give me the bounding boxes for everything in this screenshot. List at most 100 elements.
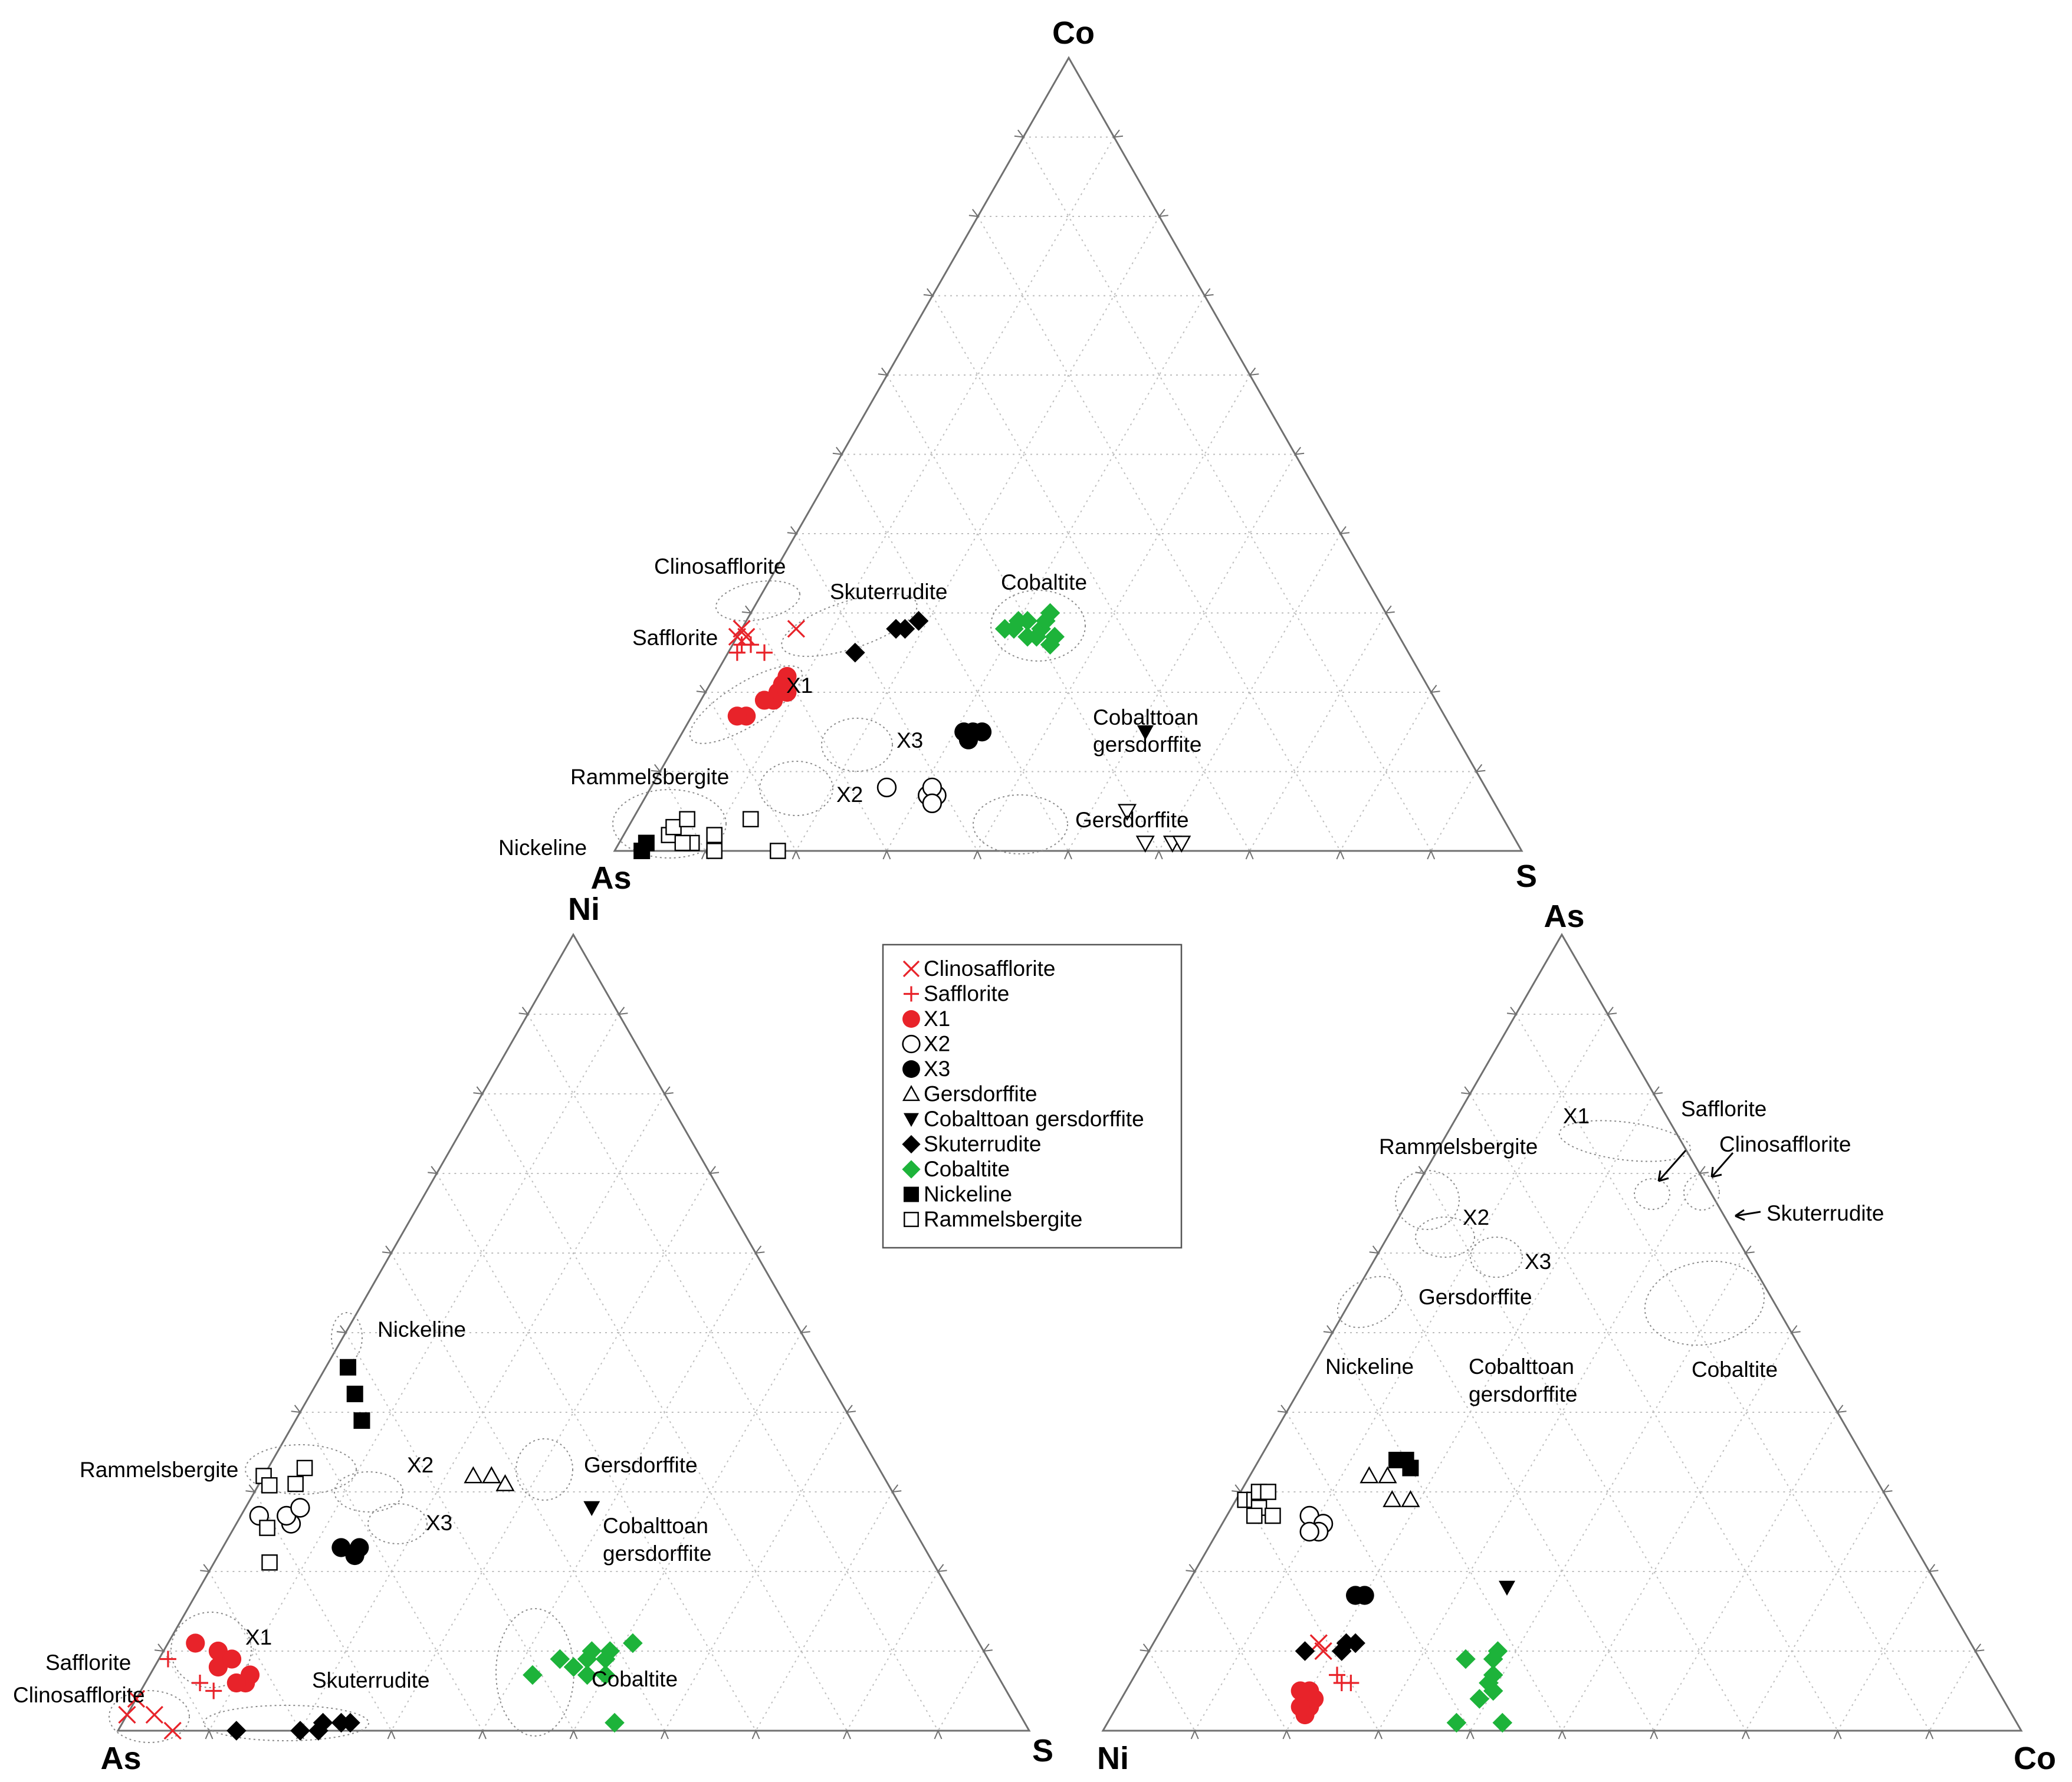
- outline-x2: [1415, 1217, 1475, 1258]
- data-point-nickeline: [346, 1385, 363, 1402]
- axis-tick: [154, 1643, 165, 1652]
- axis-tick: [937, 1564, 947, 1573]
- data-point-x3: [972, 722, 992, 742]
- legend-marker-cobaltite: [902, 1160, 921, 1179]
- data-point-rammelsbergite: [742, 811, 759, 827]
- legend-label: Gersdorffite: [924, 1082, 1037, 1106]
- axis-tick: [205, 1729, 214, 1740]
- point-layer: [1237, 1452, 1515, 1733]
- arrowhead-skuterrudite-icon: [1735, 1209, 1745, 1221]
- data-point-x1: [777, 682, 797, 702]
- axis-tick: [1154, 849, 1163, 860]
- series-skuterrudite: [226, 1712, 360, 1741]
- outline-nickeline: [331, 1312, 363, 1363]
- series-rammelsbergite: [661, 811, 786, 859]
- annotation-safflorite: Safflorite: [632, 626, 718, 650]
- legend-marker-x3: [902, 1060, 920, 1078]
- legend-marker-safflorite: [904, 986, 919, 1002]
- outline-x1: [1558, 1120, 1692, 1162]
- series-x3: [1345, 1586, 1374, 1605]
- data-point-cobaltite: [623, 1633, 643, 1653]
- annotation-skuterrudite: Skuterrudite: [830, 580, 948, 604]
- data-point-rammelsbergite: [706, 827, 723, 843]
- axis-tick: [663, 1086, 674, 1095]
- data-point-clinosafflorite: [1309, 1634, 1328, 1652]
- grid-layer: [116, 932, 1031, 1740]
- axis-tick: [845, 1405, 856, 1413]
- data-point-x2: [1299, 1521, 1319, 1542]
- axis-tick: [1652, 1086, 1663, 1095]
- annotation-x2: X2: [407, 1453, 434, 1477]
- legend-marker-rammelsbergite: [904, 1212, 919, 1227]
- data-point-x2: [922, 793, 943, 814]
- legend-label: Nickeline: [924, 1182, 1012, 1206]
- axis-tick: [1925, 1729, 1934, 1740]
- axis-tick: [1461, 1086, 1472, 1095]
- annotation-x3: X3: [897, 728, 923, 752]
- outline-x3: [821, 718, 893, 772]
- grid-line: [1837, 1571, 1930, 1731]
- axis-tick: [843, 1729, 851, 1740]
- data-point-gersdorffite: [1383, 1490, 1402, 1507]
- axis-tick: [291, 1405, 302, 1413]
- axis-tick: [473, 1086, 484, 1095]
- legend-entry-cobaltite: Cobaltite: [902, 1157, 1010, 1181]
- axis-tick: [1698, 1166, 1709, 1175]
- grid-line: [208, 1571, 301, 1731]
- point-annotations: Nickeline Rammelsbergite X2 X3 Gersdorff…: [13, 1317, 711, 1707]
- annotation-cobalttoan: Cobalttoan: [1093, 705, 1198, 729]
- data-point-cobaltite: [1040, 603, 1060, 623]
- data-point-safflorite: [733, 636, 750, 653]
- point-annotations: Clinosafflorite Safflorite Skuterrudite …: [498, 554, 1201, 860]
- axis-tick: [382, 1245, 393, 1254]
- grid-line: [1023, 137, 1432, 851]
- data-point-gersdorffite: [1117, 804, 1137, 821]
- legend-marker-gersdorffite: [902, 1085, 921, 1102]
- axis-tick: [1064, 849, 1072, 860]
- data-point-x3: [1355, 1586, 1374, 1605]
- annotation-clinosafflorite: Clinosafflorite: [13, 1683, 145, 1707]
- data-point-safflorite: [1342, 1675, 1360, 1691]
- data-point-gersdorffite: [1378, 1466, 1397, 1484]
- grid-line: [846, 1571, 939, 1731]
- arrowhead-safflorite-icon: [1657, 1170, 1669, 1182]
- grid-line: [664, 1412, 848, 1731]
- legend-label: Clinosafflorite: [924, 956, 1055, 981]
- axis-tick: [1744, 1245, 1755, 1254]
- data-point-rammelsbergite: [770, 843, 786, 859]
- axis-tick: [792, 849, 800, 860]
- axis-tick: [754, 1245, 765, 1254]
- arrow-safflorite: [1657, 1150, 1687, 1182]
- series-rammelsbergite: [255, 1459, 313, 1571]
- series-cobaltite: [1446, 1641, 1513, 1733]
- legend-label: X2: [924, 1032, 950, 1056]
- grid-line: [1286, 1412, 1471, 1731]
- data-point-rammelsbergite: [674, 834, 691, 851]
- data-point-nickeline: [340, 1359, 356, 1376]
- vertex-label-as: As: [1544, 899, 1584, 934]
- axis-tick: [1466, 1729, 1475, 1740]
- axis-tick: [428, 1166, 438, 1175]
- annotation-skuterrudite: Skuterrudite: [1766, 1201, 1884, 1225]
- grid-line: [390, 1173, 711, 1731]
- outline-x1: [689, 665, 803, 744]
- legend-entry-skuterrudite: Skuterrudite: [902, 1132, 1042, 1156]
- data-point-skuterrudite: [290, 1721, 310, 1741]
- data-point-safflorite: [756, 644, 773, 661]
- outline-gersdorffite: [515, 1438, 573, 1501]
- data-point-clinosafflorite: [118, 1705, 136, 1724]
- annotation-gersdorffite: Gersdorffite: [584, 1453, 698, 1477]
- arrowhead-clinosafflorite-icon: [1710, 1166, 1722, 1178]
- axis-tick: [1790, 1325, 1801, 1334]
- data-point-cobaltite: [605, 1712, 625, 1733]
- data-point-gersdorffite: [1401, 1490, 1420, 1507]
- data-point-x2: [290, 1498, 310, 1518]
- data-point-cobaltite: [582, 1641, 602, 1661]
- data-point-rammelsbergite: [679, 811, 695, 827]
- data-point-skuterrudite: [1295, 1641, 1315, 1661]
- grid-line: [886, 295, 1206, 851]
- vertex-label-as: As: [590, 860, 631, 896]
- data-point-gersdorffite: [1360, 1466, 1379, 1484]
- point-layer: [633, 603, 1191, 859]
